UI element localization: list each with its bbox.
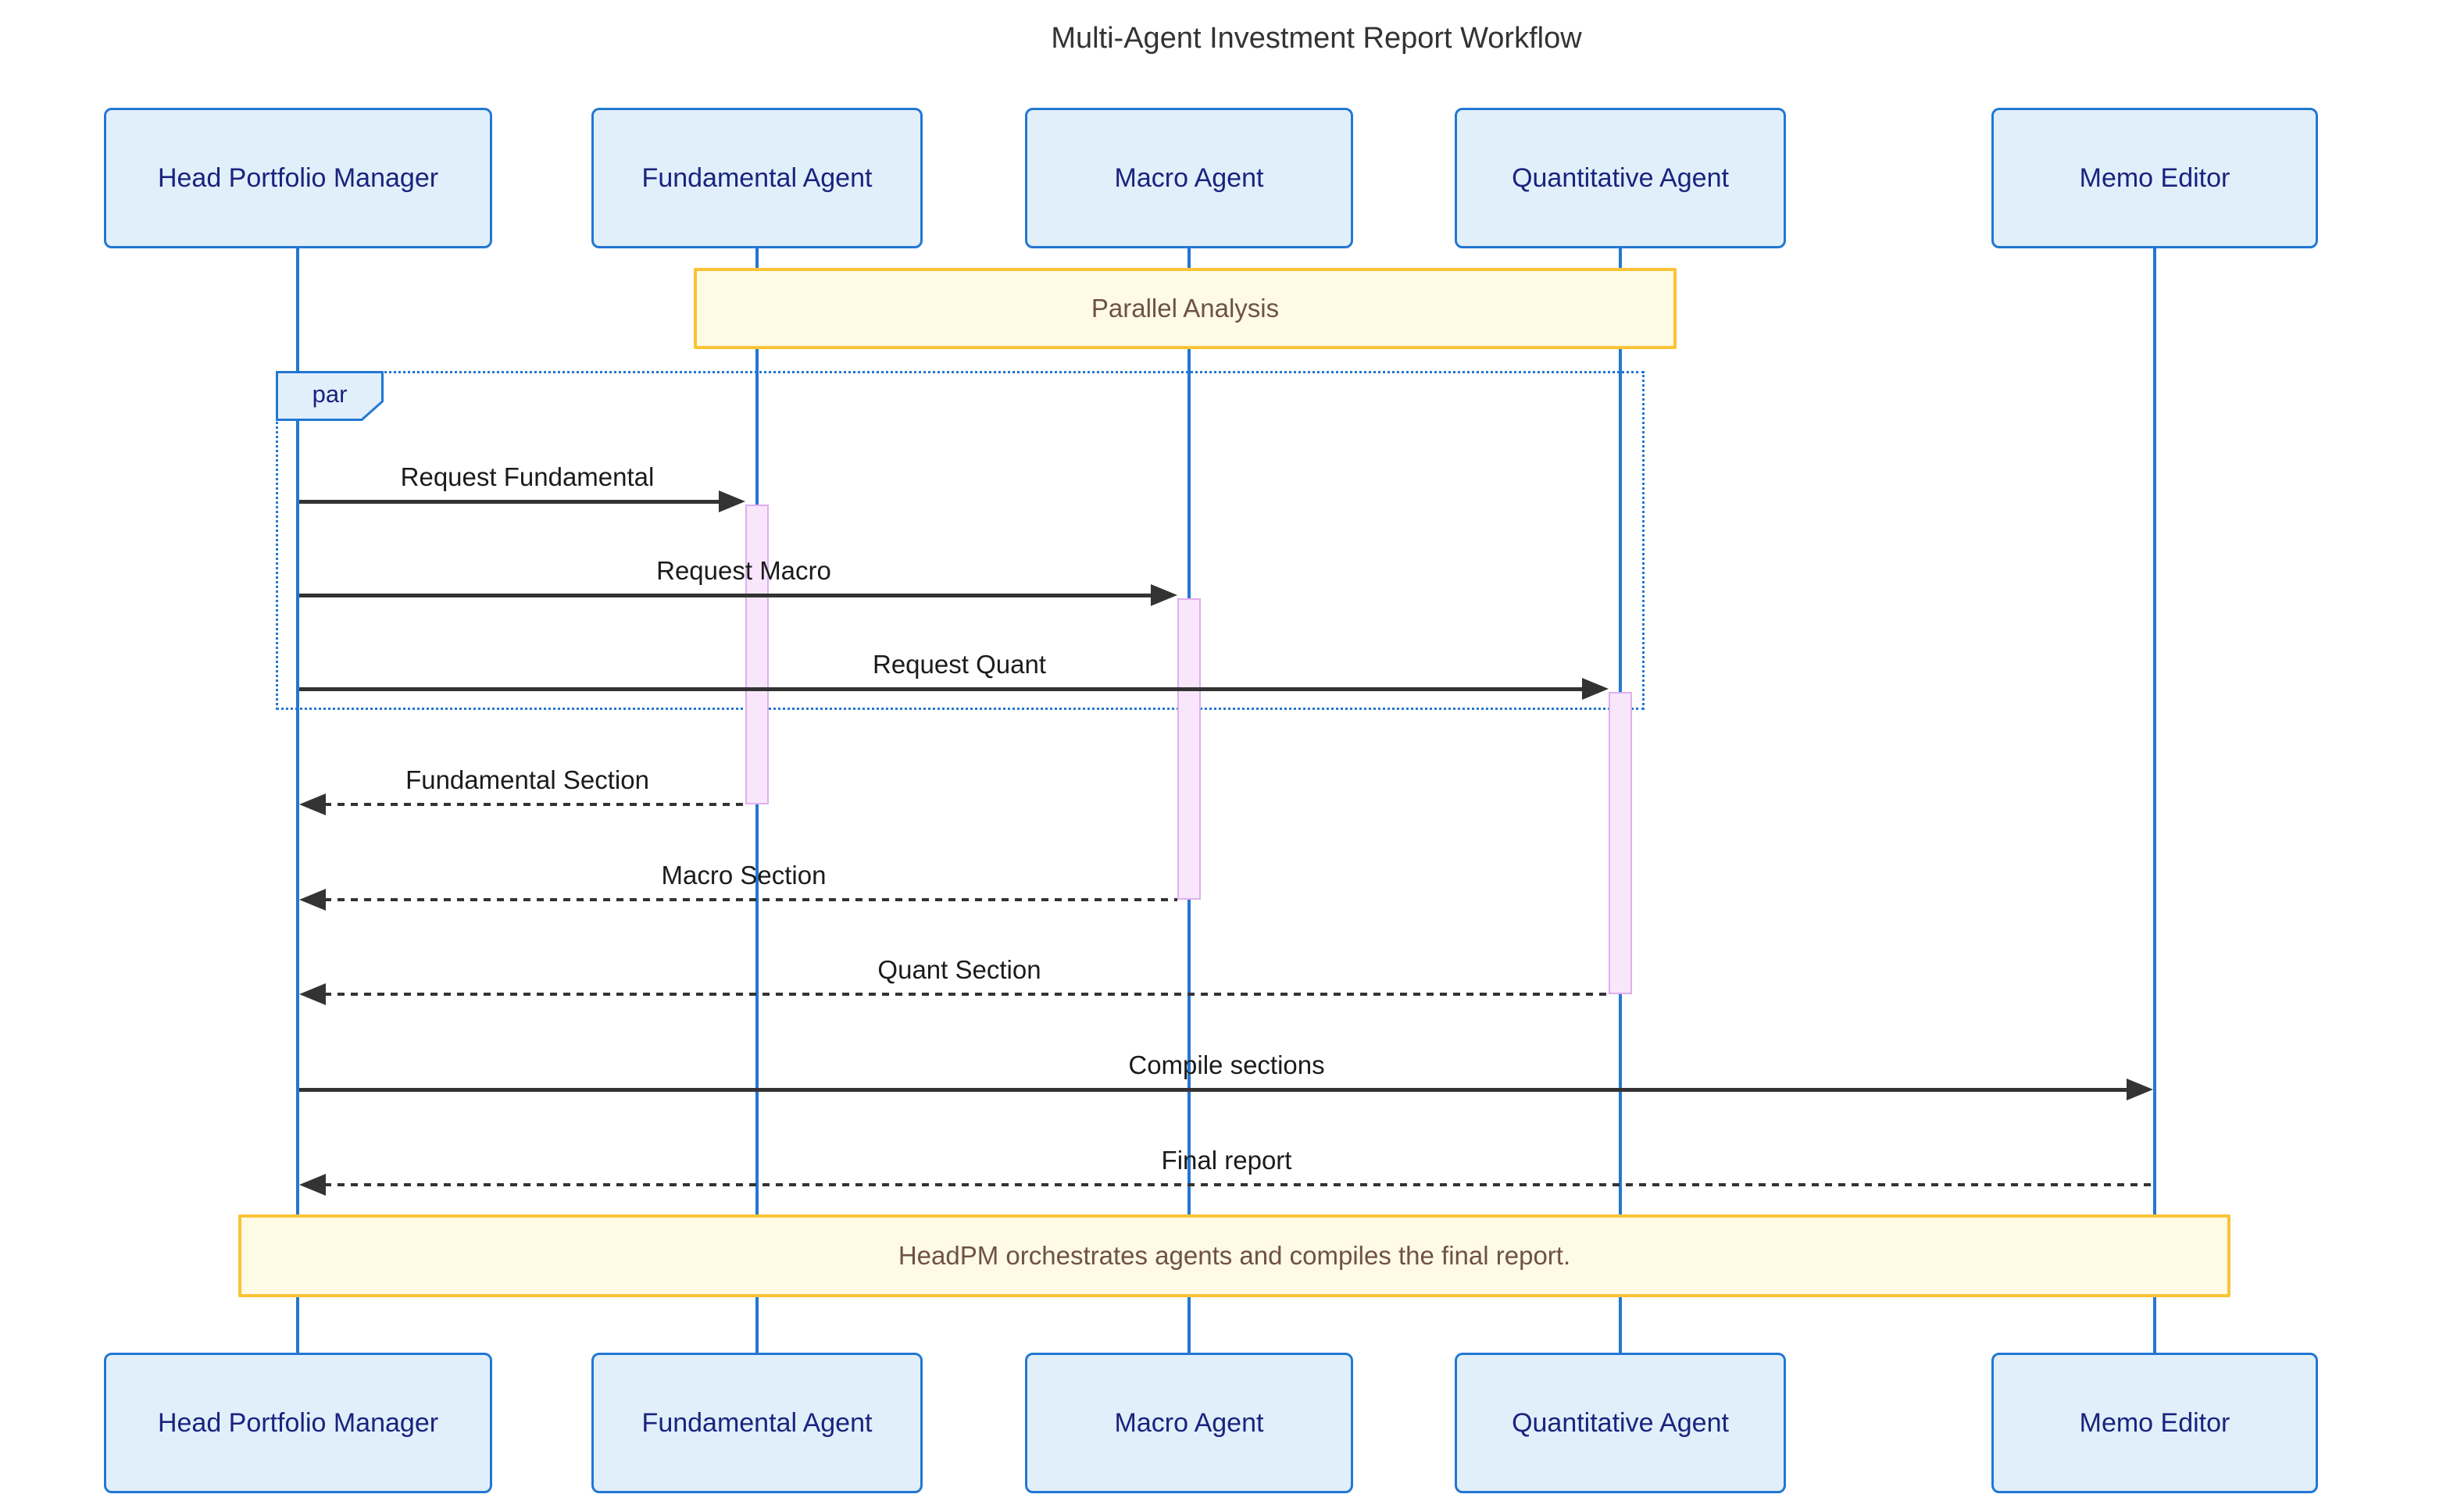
message-line xyxy=(324,803,745,806)
actor-top-memo-editor: Memo Editor xyxy=(1991,108,2318,248)
message-line xyxy=(299,1088,2127,1092)
note-summary: HeadPM orchestrates agents and compiles … xyxy=(238,1214,2230,1297)
arrowhead-right-icon xyxy=(2127,1079,2153,1100)
message-label: Request Macro xyxy=(656,556,831,585)
message-label: Request Fundamental xyxy=(400,462,655,491)
lifeline-head-portfolio-manager xyxy=(296,248,299,1353)
actor-bottom-macro-agent: Macro Agent xyxy=(1025,1353,1353,1493)
par-fragment xyxy=(276,371,1645,710)
message-line xyxy=(324,993,1609,996)
actor-top-fundamental-agent: Fundamental Agent xyxy=(591,108,923,248)
activation-bar-fundamental xyxy=(745,505,769,804)
actor-bottom-head-portfolio-manager: Head Portfolio Manager xyxy=(104,1353,492,1493)
message-label: Quant Section xyxy=(877,955,1041,984)
arrowhead-left-icon xyxy=(299,1174,326,1196)
arrowhead-right-icon xyxy=(1151,584,1177,606)
message-line xyxy=(324,898,1177,901)
message-label: Fundamental Section xyxy=(405,765,649,794)
par-fragment-label-shape xyxy=(276,371,384,421)
arrowhead-left-icon xyxy=(299,793,326,815)
actor-top-quantitative-agent: Quantitative Agent xyxy=(1455,108,1786,248)
message-label: Compile sections xyxy=(1128,1050,1325,1079)
actor-bottom-quantitative-agent: Quantitative Agent xyxy=(1455,1353,1786,1493)
arrowhead-left-icon xyxy=(299,889,326,911)
actor-bottom-fundamental-agent: Fundamental Agent xyxy=(591,1353,923,1493)
activation-bar-quant xyxy=(1609,692,1632,994)
lifeline-memo-editor xyxy=(2153,248,2156,1353)
arrowhead-right-icon xyxy=(1582,678,1609,700)
message-line xyxy=(299,687,1582,691)
message-label: Final report xyxy=(1161,1146,1292,1175)
message-line xyxy=(299,500,719,504)
diagram-title: Multi-Agent Investment Report Workflow xyxy=(1051,22,1582,55)
activation-bar-macro xyxy=(1177,598,1201,900)
arrowhead-left-icon xyxy=(299,983,326,1005)
actor-bottom-memo-editor: Memo Editor xyxy=(1991,1353,2318,1493)
message-line xyxy=(299,594,1151,597)
note-parallel-analysis: Parallel Analysis xyxy=(694,268,1677,349)
par-fragment-label: par xyxy=(312,380,348,408)
actor-top-macro-agent: Macro Agent xyxy=(1025,108,1353,248)
message-label: Request Quant xyxy=(873,650,1046,679)
actor-top-head-portfolio-manager: Head Portfolio Manager xyxy=(104,108,492,248)
message-line xyxy=(324,1183,2155,1186)
arrowhead-right-icon xyxy=(719,490,745,512)
message-label: Macro Section xyxy=(661,861,827,890)
